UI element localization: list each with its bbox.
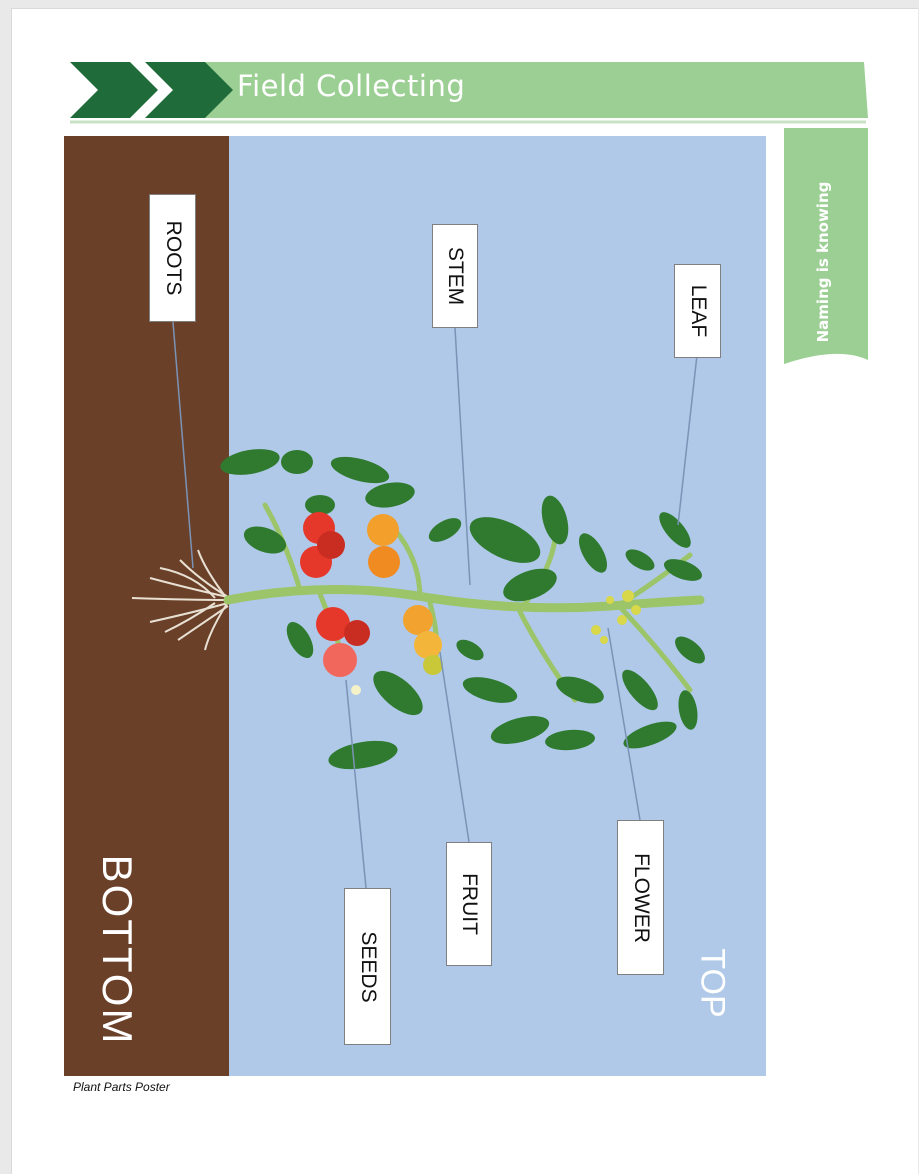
label-fruit-text: FRUIT [457,873,481,935]
label-leaf: LEAF [674,264,721,358]
label-seeds: SEEDS [344,888,391,1045]
label-roots: ROOTS [149,194,196,322]
label-seeds-text: SEEDS [356,931,380,1002]
poster-caption: Plant Parts Poster [73,1080,170,1094]
label-leaf-text: LEAF [686,285,710,338]
label-roots-text: ROOTS [161,221,185,296]
label-stem-text: STEM [443,247,467,305]
label-flower: FLOWER [617,820,664,975]
label-stem: STEM [432,224,478,328]
label-fruit: FRUIT [446,842,492,966]
label-flower-text: FLOWER [629,853,653,943]
